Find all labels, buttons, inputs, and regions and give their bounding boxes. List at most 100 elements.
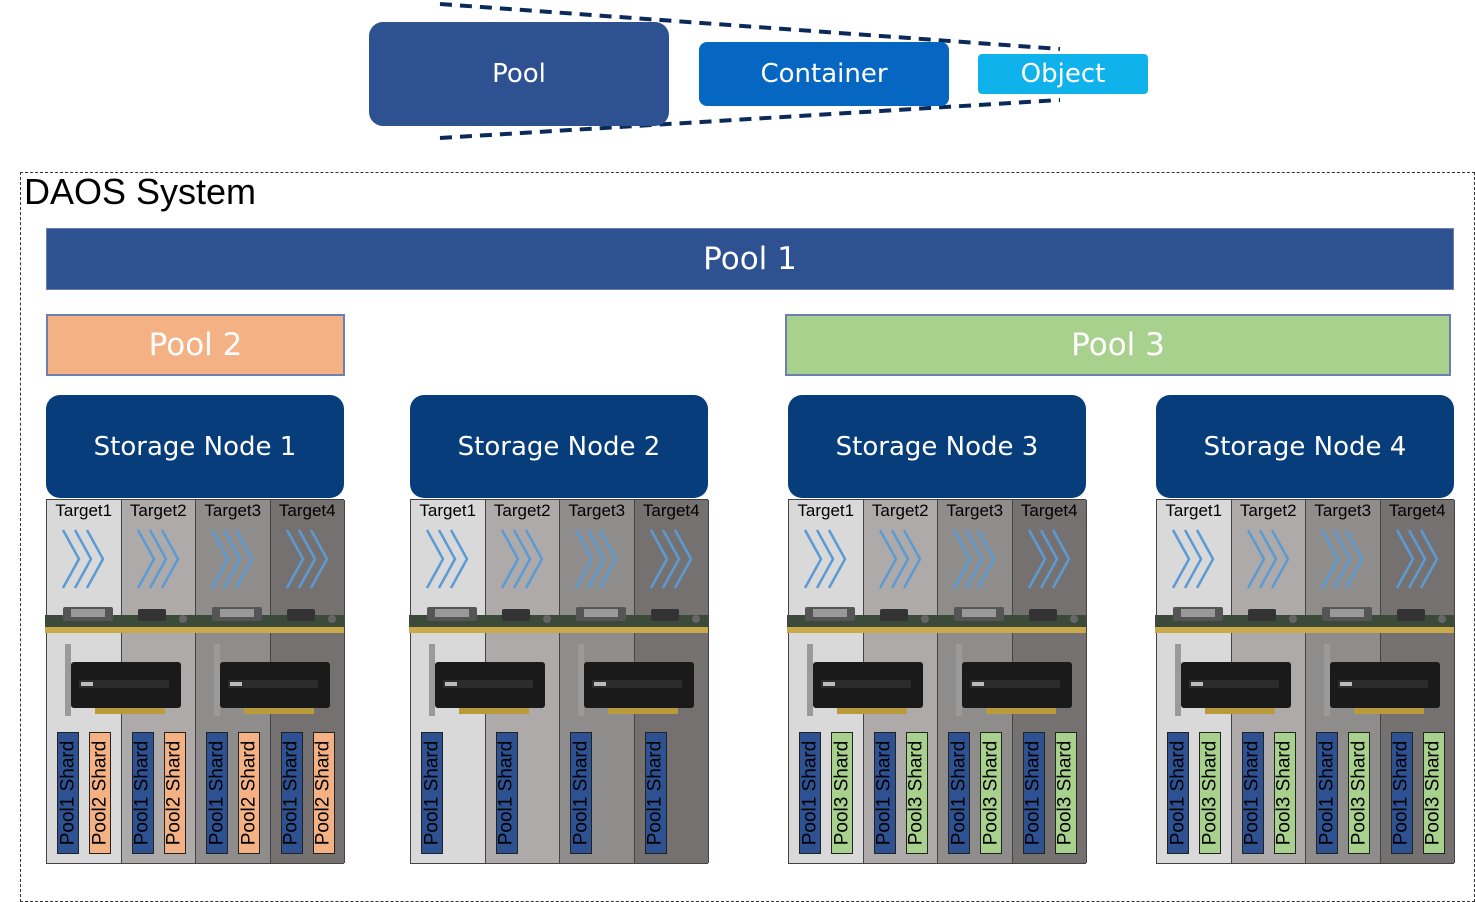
pool3-shard: Pool3 Shard	[980, 732, 1002, 854]
target-label: Target4	[278, 501, 336, 520]
chevron-arrows-icon	[1320, 528, 1368, 594]
chevron-arrows-icon	[574, 528, 622, 594]
shard-label: Pool1 Shard	[131, 740, 153, 846]
shard-label: Pool3 Shard	[831, 740, 853, 846]
shard-label: Pool1 Shard	[570, 740, 592, 846]
hierarchy-object-label: Object	[1020, 59, 1106, 89]
hierarchy-container-box: Container	[699, 42, 949, 106]
chevron-arrows-icon	[1395, 528, 1443, 594]
pool1-shard: Pool1 Shard	[421, 732, 443, 854]
pool1-shard: Pool1 Shard	[1316, 732, 1338, 854]
shard-label: Pool2 Shard	[238, 740, 260, 846]
pool3-bar: Pool 3	[785, 314, 1451, 376]
target-label: Target3	[1314, 501, 1372, 520]
shard-label: Pool1 Shard	[421, 740, 443, 846]
pool1-shard: Pool1 Shard	[280, 732, 303, 854]
optane-dimm-icon	[556, 605, 712, 641]
chevron-arrows-icon	[878, 528, 926, 594]
pool2-shard: Pool2 Shard	[89, 732, 111, 854]
ssd-card-icon	[1324, 642, 1444, 730]
pool2-shard: Pool2 Shard	[238, 732, 260, 854]
optane-dimm-icon	[1302, 605, 1458, 641]
pool3-shard: Pool3 Shard	[1422, 732, 1445, 854]
pool1-shard: Pool1 Shard	[644, 732, 667, 854]
shard-label: Pool1 Shard	[1390, 740, 1412, 846]
ssd-card-icon	[429, 642, 549, 730]
target-label: Target1	[419, 501, 477, 520]
target-label: Target4	[642, 501, 700, 520]
chevron-arrows-icon	[952, 528, 1000, 594]
shard-label: Pool1 Shard	[1241, 740, 1263, 846]
target-label: Target3	[204, 501, 262, 520]
chevron-arrows-icon	[425, 528, 473, 594]
pool1-shard: Pool1 Shard	[948, 732, 970, 854]
pool3-label: Pool 3	[1071, 327, 1165, 363]
shard-label: Pool3 Shard	[905, 740, 927, 846]
pool1-shard: Pool1 Shard	[570, 732, 592, 854]
shard-label: Pool1 Shard	[495, 740, 517, 846]
pool1-shard: Pool1 Shard	[1241, 732, 1264, 854]
shard-label: Pool1 Shard	[948, 740, 970, 846]
storage-node-header: Storage Node 2	[410, 395, 708, 498]
pool2-label: Pool 2	[148, 327, 243, 363]
chevron-arrows-icon	[136, 528, 184, 594]
target-label: Target1	[1165, 501, 1223, 520]
pool2-bar: Pool 2	[46, 314, 345, 376]
pool3-shard: Pool3 Shard	[1199, 732, 1221, 854]
optane-dimm-icon	[407, 605, 563, 641]
pool1-shard: Pool1 Shard	[57, 732, 79, 854]
storage-node-header: Storage Node 3	[788, 395, 1086, 498]
optane-dimm-icon	[785, 605, 941, 641]
shard-label: Pool2 Shard	[163, 740, 185, 846]
target-label: Target3	[946, 501, 1004, 520]
target-label: Target2	[129, 501, 187, 520]
target-label: Target2	[493, 501, 551, 520]
target-label: Target1	[55, 501, 113, 520]
hierarchy-pool-box: Pool	[369, 22, 669, 126]
shard-label: Pool1 Shard	[644, 740, 666, 846]
shard-label: Pool1 Shard	[206, 740, 228, 846]
shard-label: Pool3 Shard	[1348, 740, 1370, 846]
hierarchy-pool-label: Pool	[492, 59, 546, 89]
optane-dimm-icon	[1153, 605, 1309, 641]
pool2-shard: Pool2 Shard	[312, 732, 335, 854]
chevron-arrows-icon	[1246, 528, 1294, 594]
shard-label: Pool1 Shard	[1022, 740, 1044, 846]
pool1-shard: Pool1 Shard	[206, 732, 228, 854]
pool1-shard: Pool1 Shard	[1390, 732, 1413, 854]
storage-node-header: Storage Node 4	[1156, 395, 1454, 498]
target-label: Target2	[871, 501, 929, 520]
hierarchy-object-box: Object	[978, 54, 1148, 94]
optane-dimm-icon	[934, 605, 1090, 641]
chevron-arrows-icon	[61, 528, 109, 594]
shard-label: Pool1 Shard	[873, 740, 895, 846]
ssd-card-icon	[65, 642, 185, 730]
pool3-shard: Pool3 Shard	[1273, 732, 1296, 854]
pool1-label: Pool 1	[703, 241, 797, 277]
shard-label: Pool1 Shard	[1316, 740, 1338, 846]
shard-label: Pool3 Shard	[1199, 740, 1221, 846]
storage-node-header: Storage Node 1	[46, 395, 344, 498]
pool1-shard: Pool1 Shard	[799, 732, 821, 854]
ssd-card-icon	[1175, 642, 1295, 730]
pool1-shard: Pool1 Shard	[873, 732, 896, 854]
pool1-shard: Pool1 Shard	[1022, 732, 1045, 854]
ssd-card-icon	[807, 642, 927, 730]
shard-label: Pool1 Shard	[57, 740, 79, 846]
pool3-shard: Pool3 Shard	[905, 732, 928, 854]
shard-label: Pool1 Shard	[280, 740, 302, 846]
chevron-arrows-icon	[1171, 528, 1219, 594]
pool1-shard: Pool1 Shard	[1167, 732, 1189, 854]
chevron-arrows-icon	[1027, 528, 1075, 594]
pool1-bar: Pool 1	[46, 228, 1454, 290]
shard-label: Pool3 Shard	[1273, 740, 1295, 846]
shard-label: Pool3 Shard	[1422, 740, 1444, 846]
chevron-arrows-icon	[649, 528, 697, 594]
pool3-shard: Pool3 Shard	[1054, 732, 1077, 854]
shard-label: Pool2 Shard	[312, 740, 334, 846]
pool3-shard: Pool3 Shard	[831, 732, 853, 854]
shard-label: Pool1 Shard	[799, 740, 821, 846]
shard-label: Pool3 Shard	[980, 740, 1002, 846]
